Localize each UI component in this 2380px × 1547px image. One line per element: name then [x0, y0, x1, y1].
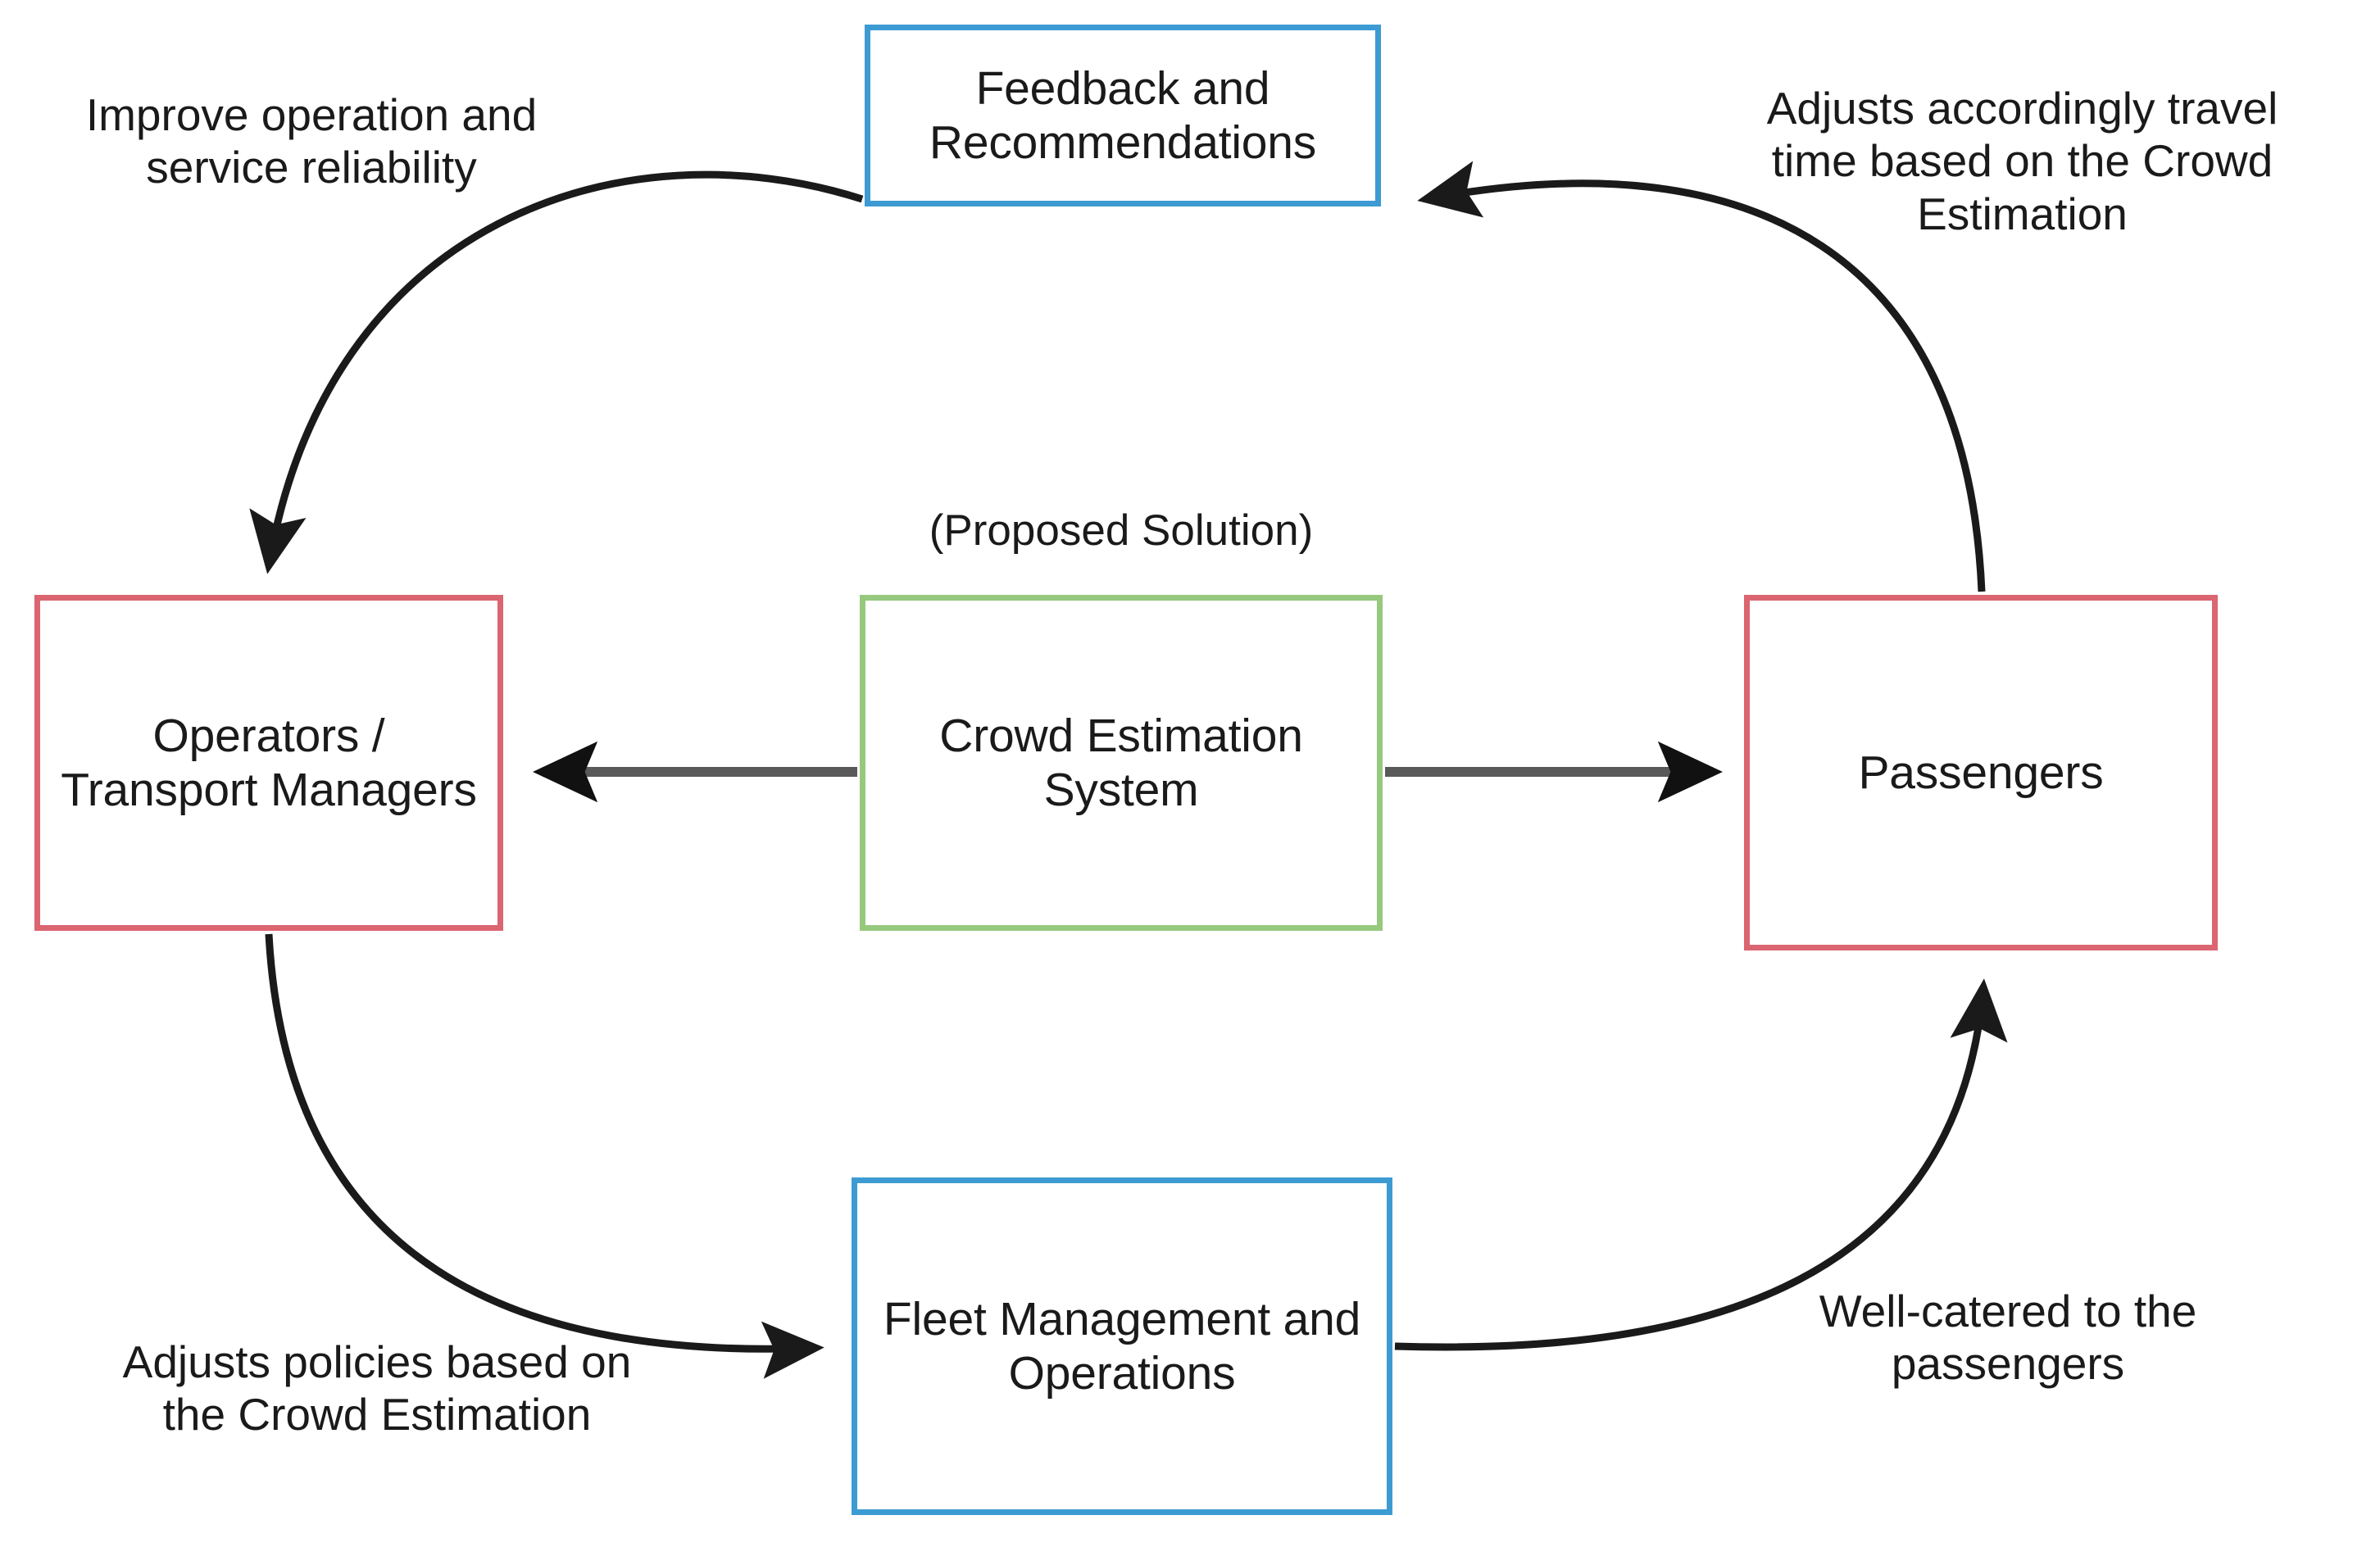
node-operators-transport-managers[interactable]: Operators / Transport Managers [34, 595, 503, 931]
node-feedback-label: Feedback and Recommendations [929, 61, 1317, 169]
edge-label-improve-operation: Improve operation and service reliabilit… [85, 89, 538, 193]
edge-passengers-to-feedback [1417, 161, 1986, 592]
node-system-label: Crowd Estimation System [939, 709, 1303, 816]
edge-operators-to-fleet [265, 933, 824, 1379]
node-passengers[interactable]: Passengers [1744, 595, 2218, 950]
caption-proposed-solution: (Proposed Solution) [929, 506, 1314, 555]
node-operators-label: Operators / Transport Managers [61, 709, 477, 816]
edge-label-adjust-travel-time: Adjusts accordingly travel time based on… [1766, 83, 2278, 239]
node-fleet-management-and-operations[interactable]: Fleet Management and Operations [852, 1177, 1392, 1515]
edge-label-adjust-policies: Adjusts policies based on the Crowd Esti… [122, 1336, 632, 1440]
edge-label-well-catered: Well-catered to the passengers [1819, 1286, 2197, 1390]
node-feedback-and-recommendations[interactable]: Feedback and Recommendations [865, 25, 1381, 206]
node-passengers-label: Passengers [1858, 746, 2104, 799]
node-crowd-estimation-system[interactable]: Crowd Estimation System [860, 595, 1383, 931]
node-fleet-label: Fleet Management and Operations [883, 1292, 1361, 1400]
edge-feedback-to-operators [249, 170, 864, 574]
